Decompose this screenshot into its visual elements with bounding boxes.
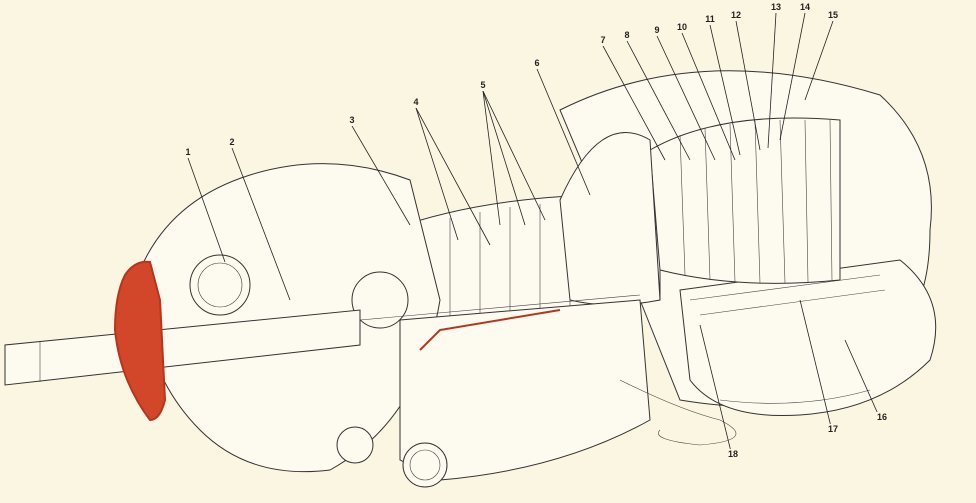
callout-number: 18 <box>728 449 738 459</box>
oil-line <box>419 309 561 351</box>
callout-number: 6 <box>534 58 539 68</box>
callout-label-background <box>726 449 740 460</box>
callout-leader-line <box>231 147 291 301</box>
callout-label-background <box>530 58 544 69</box>
callout-leader-line <box>187 157 226 263</box>
callout-leader-line <box>844 339 883 424</box>
callout-leader-line <box>681 32 736 161</box>
callout-label-background <box>729 10 743 21</box>
callout-leader-line <box>709 24 741 156</box>
callout-label-background <box>345 115 359 126</box>
callout-number: 5 <box>480 80 485 90</box>
callout-label-background <box>826 10 840 21</box>
callout-leader-line <box>735 20 761 151</box>
callout-number: 16 <box>877 412 887 422</box>
callout-leader-line <box>656 35 716 161</box>
gear-wheels <box>189 254 448 488</box>
callout-label-background <box>826 424 840 435</box>
callout-number: 9 <box>654 25 659 35</box>
callout-number: 14 <box>800 2 810 12</box>
output-shaft <box>4 309 361 386</box>
callout-label-background <box>596 35 610 46</box>
callout-leader-line <box>482 90 546 221</box>
callout-number: 1 <box>185 147 190 157</box>
callout-label-background <box>476 80 490 91</box>
engine-illustration <box>4 70 937 488</box>
callout-leader-line <box>779 12 806 141</box>
callout-label-background <box>650 25 664 36</box>
mounting-flange <box>113 260 167 422</box>
callout-label-background <box>769 2 783 13</box>
callout-label-background <box>225 137 239 148</box>
callout-number: 4 <box>413 97 418 107</box>
callout-leader-line <box>482 90 501 226</box>
callout-number: 15 <box>828 10 838 20</box>
combustor-liner <box>689 274 886 404</box>
callout-label-background <box>181 147 195 158</box>
callout-number: 7 <box>600 35 605 45</box>
exhaust-collector <box>679 259 937 417</box>
callout-number: 10 <box>677 22 687 32</box>
callout-leader-line <box>767 12 777 149</box>
callout-number: 2 <box>229 137 234 147</box>
callout-number: 12 <box>731 10 741 20</box>
callout-label-background <box>620 30 634 41</box>
callout-label-background <box>675 22 689 33</box>
callout-leader-line <box>626 40 691 161</box>
callout-leader-line <box>799 299 834 436</box>
callout-label-background <box>409 97 423 108</box>
callout-leader-line <box>699 324 734 461</box>
accessory-gearbox <box>399 299 651 481</box>
callout-leader-line <box>415 107 491 246</box>
callout-leader-line <box>536 68 591 196</box>
turbine-wheels <box>649 117 841 284</box>
callout-number: 3 <box>349 115 354 125</box>
callout-number: 13 <box>771 2 781 12</box>
callout-number: 11 <box>705 14 715 24</box>
callout-leader-line <box>804 20 834 101</box>
callout-label-background <box>875 412 889 423</box>
drain-tube <box>619 379 737 446</box>
callout-number: 17 <box>828 424 838 434</box>
callout-leader-line <box>482 90 526 226</box>
callout-leader-line <box>602 45 666 161</box>
callout-leader-line <box>415 107 459 241</box>
callout-label-background <box>798 2 812 13</box>
callout-label-background <box>703 14 717 25</box>
callout-leader-line <box>351 125 411 226</box>
callout-number: 8 <box>624 30 629 40</box>
